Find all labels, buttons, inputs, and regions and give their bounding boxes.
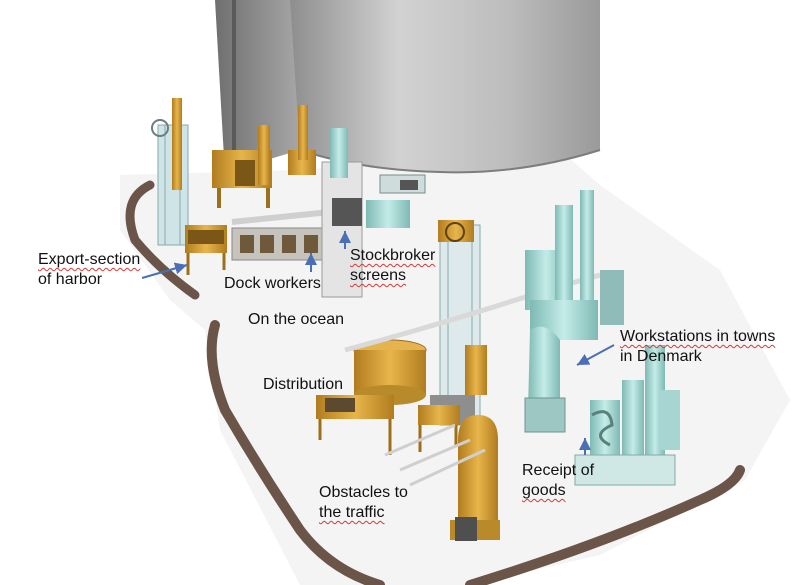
rear-wall-edge: [232, 0, 236, 162]
back-gold-machines: [212, 105, 316, 208]
front-gold-tower: [450, 415, 500, 541]
label-export-section-line1: Export-section: [38, 251, 141, 268]
label-stockbroker-line2: screens: [350, 267, 407, 284]
label-obstacles-line2: the traffic: [319, 504, 385, 521]
label-distribution: Distribution: [263, 376, 344, 393]
label-stockbroker-line1: Stockbroker: [350, 247, 436, 264]
label-receipt-line1: Receipt of: [522, 462, 595, 479]
arrow-export: [141, 262, 188, 279]
label-receipt-line2: goods: [522, 482, 566, 499]
label-export-section-line2: of harbor: [38, 271, 103, 288]
arrow-workstations: [576, 344, 615, 366]
traffic-rails: [384, 423, 486, 487]
label-obstacles-traffic: Obstacles to the traffic: [319, 483, 408, 523]
cylinder-wall: [290, 0, 600, 173]
label-receipt-of-goods: Receipt of goods: [522, 461, 594, 501]
export-tower: [151, 98, 227, 275]
stockbroker-screens: [321, 128, 426, 298]
label-dock-workers: Dock workers: [224, 275, 321, 292]
label-stockbroker-screens: Stockbroker screens: [350, 246, 435, 286]
track-right: [465, 465, 745, 585]
label-workstations: Workstations in towns in Denmark: [620, 327, 775, 367]
label-obstacles-line1: Obstacles to: [319, 484, 408, 501]
track-bottom: [206, 320, 385, 585]
track-left: [125, 180, 200, 300]
dock-workers-row: [231, 209, 331, 261]
receipt-machines: [574, 345, 680, 486]
label-workstations-line2: in Denmark: [620, 348, 702, 365]
workstation-machines: [524, 190, 624, 433]
label-workstations-line1: Workstations in towns: [620, 328, 776, 345]
rear-wall: [215, 0, 300, 175]
label-on-the-ocean: On the ocean: [248, 311, 345, 328]
distribution-vat: [316, 339, 460, 455]
label-export-section: Export-section of harbor: [38, 250, 140, 290]
